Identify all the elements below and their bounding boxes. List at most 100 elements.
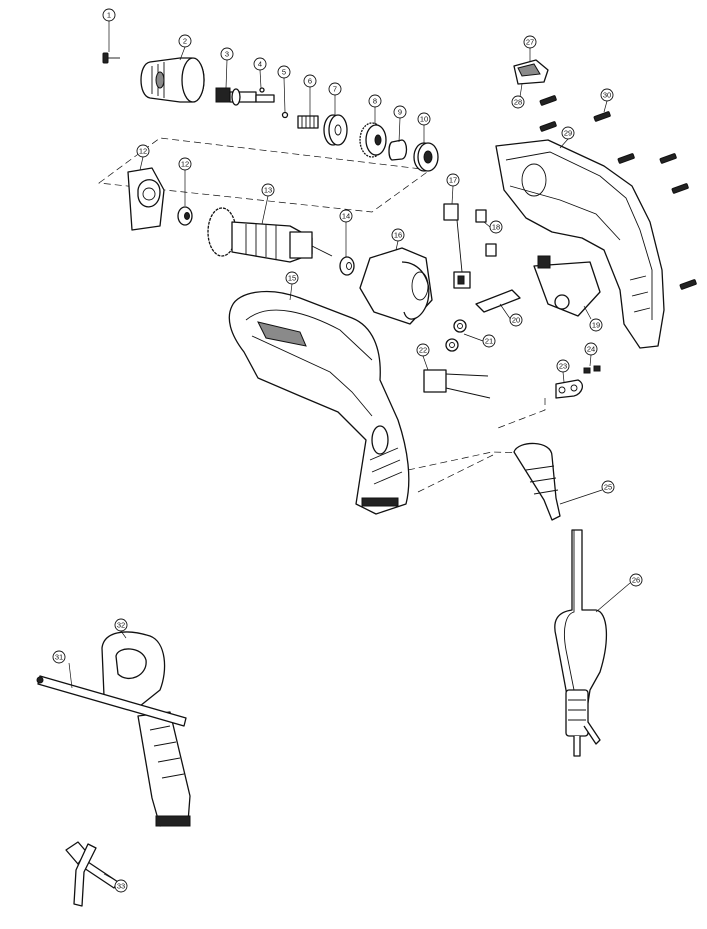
svg-text:33: 33 <box>117 882 125 891</box>
callout-15: 15 <box>285 271 299 285</box>
callout-20: 20 <box>509 313 523 327</box>
svg-text:27: 27 <box>526 38 534 47</box>
callout-22: 22 <box>416 343 430 357</box>
small-ball-part <box>281 111 289 119</box>
armature-part <box>207 207 333 263</box>
gear-part <box>359 122 387 158</box>
svg-text:15: 15 <box>288 274 296 283</box>
housing-part <box>228 290 410 515</box>
side-handle-part <box>101 631 191 827</box>
callout-2: 2 <box>178 34 192 48</box>
callout-1: 1 <box>102 8 116 22</box>
svg-text:25: 25 <box>604 483 612 492</box>
callout-28: 28 <box>511 95 525 109</box>
brush-holder-part <box>443 203 471 289</box>
svg-text:23: 23 <box>559 362 567 371</box>
svg-text:5: 5 <box>282 68 286 77</box>
callout-13: 13 <box>261 183 275 197</box>
svg-text:30: 30 <box>603 91 611 100</box>
callout-26: 26 <box>629 573 643 587</box>
callout-10: 10 <box>417 112 431 126</box>
svg-text:28: 28 <box>514 98 522 107</box>
leader-lines <box>68 21 631 881</box>
svg-text:17: 17 <box>449 176 457 185</box>
callout-17: 17 <box>446 173 460 187</box>
svg-text:1: 1 <box>107 11 111 20</box>
assembly-line-strain <box>497 398 546 429</box>
svg-text:24: 24 <box>587 345 595 354</box>
depth-rod-part <box>36 675 187 727</box>
callout-29: 29 <box>561 126 575 140</box>
bearing-plate-part <box>127 167 165 231</box>
svg-text:31: 31 <box>55 653 63 662</box>
cord-clamp-part <box>555 379 584 399</box>
svg-text:18: 18 <box>492 223 500 232</box>
power-cord-part <box>554 529 608 757</box>
svg-text:26: 26 <box>632 576 640 585</box>
callout-19: 19 <box>589 318 603 332</box>
switch-part <box>533 255 601 317</box>
callout-4: 4 <box>253 57 267 71</box>
switch-lever-part <box>475 289 521 313</box>
svg-text:13: 13 <box>264 186 272 195</box>
svg-text:7: 7 <box>333 85 337 94</box>
callout-33: 33 <box>114 879 128 893</box>
capacitor-part <box>423 369 491 399</box>
housing-half-part <box>495 139 665 349</box>
svg-text:14: 14 <box>342 212 350 221</box>
top-cover-part <box>513 59 549 85</box>
svg-text:4: 4 <box>258 60 262 69</box>
strain-relief-part <box>513 442 561 521</box>
callout-23: 23 <box>556 359 570 373</box>
chuck-key-part <box>65 841 119 907</box>
svg-text:32: 32 <box>117 621 125 630</box>
assembly-line-cord2 <box>417 454 494 493</box>
torsion-spring-part <box>445 319 467 352</box>
callout-16: 16 <box>391 228 405 242</box>
callout-31: 31 <box>52 650 66 664</box>
svg-text:16: 16 <box>394 231 402 240</box>
callout-7: 7 <box>328 82 342 96</box>
svg-text:19: 19 <box>592 321 600 330</box>
screw-part <box>102 52 120 64</box>
callout-30: 30 <box>600 88 614 102</box>
svg-text:9: 9 <box>398 108 402 117</box>
small-washer-part <box>177 206 193 226</box>
ball-part <box>259 87 265 93</box>
callout-3: 3 <box>220 47 234 61</box>
callout-27: 27 <box>523 35 537 49</box>
callout-25: 25 <box>601 480 615 494</box>
callout-32: 32 <box>114 618 128 632</box>
callout-12a: 12 <box>136 144 150 158</box>
svg-text:12: 12 <box>181 160 189 169</box>
chuck-part <box>140 57 205 103</box>
housing-screws-part <box>539 95 697 290</box>
fan-washer-part <box>339 256 355 276</box>
spindle-part <box>215 87 275 106</box>
svg-text:20: 20 <box>512 316 520 325</box>
washer-part <box>323 114 348 146</box>
callout-12b: 12 <box>178 157 192 171</box>
bearing-part <box>413 142 439 172</box>
svg-text:8: 8 <box>373 97 377 106</box>
callout-9: 9 <box>393 105 407 119</box>
clamp-screws-part <box>583 365 601 374</box>
svg-text:22: 22 <box>419 346 427 355</box>
svg-text:29: 29 <box>564 129 572 138</box>
svg-text:2: 2 <box>183 37 187 46</box>
callout-18: 18 <box>489 220 503 234</box>
svg-text:3: 3 <box>225 50 229 59</box>
callout-21: 21 <box>482 334 496 348</box>
svg-text:21: 21 <box>485 337 493 346</box>
assembly-line-cord <box>407 451 531 471</box>
callout-14: 14 <box>339 209 353 223</box>
callout-5: 5 <box>277 65 291 79</box>
svg-text:12: 12 <box>139 147 147 156</box>
callout-8: 8 <box>368 94 382 108</box>
stator-part <box>359 247 433 325</box>
bushing-part <box>388 139 408 161</box>
svg-text:10: 10 <box>420 115 428 124</box>
spring-part <box>297 115 319 129</box>
